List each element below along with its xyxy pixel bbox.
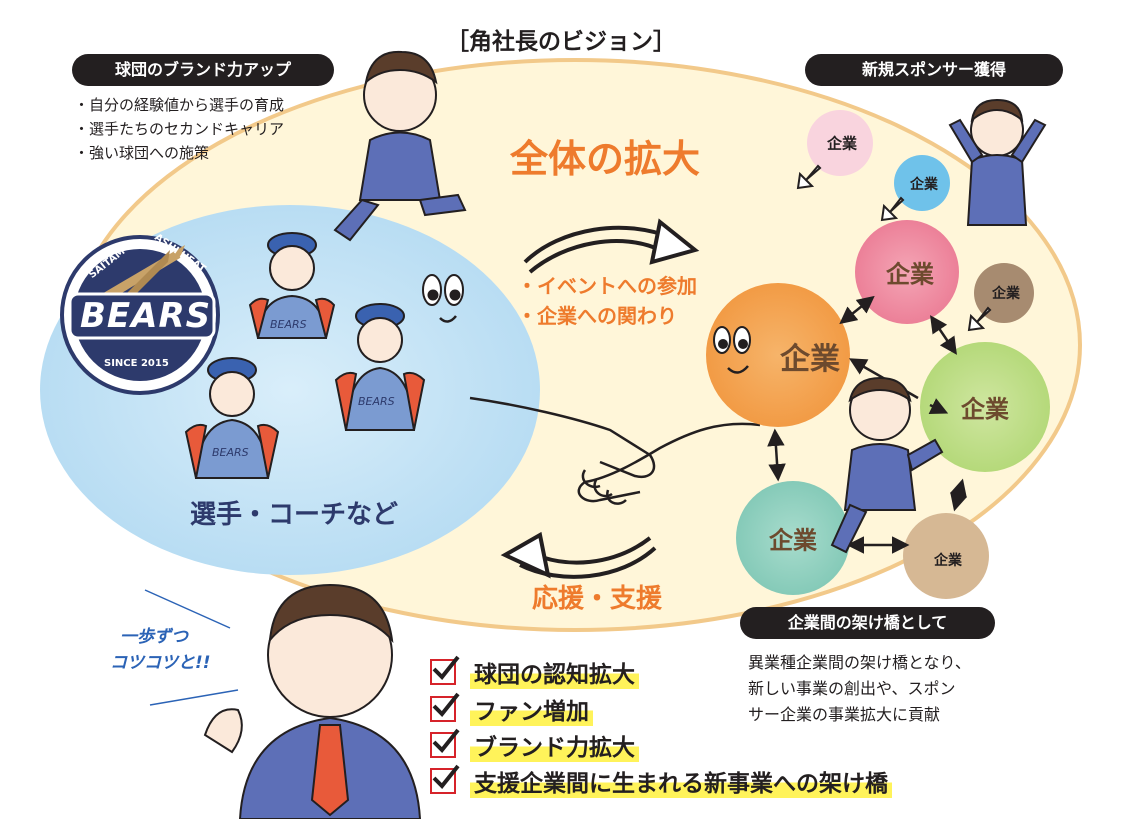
- president-figure-running-right: [830, 376, 944, 554]
- checklist-text-4: 支援企業間に生まれる新事業への架け橋: [470, 764, 892, 798]
- company-bubble-tan: [903, 513, 989, 599]
- sponsor-pill: 新規スポンサー獲得: [805, 54, 1063, 86]
- company-label-blue-small: 企業: [910, 177, 938, 193]
- jersey-text-3: BEARS: [212, 446, 249, 459]
- company-bubble-green: [920, 342, 1050, 472]
- bridge-line-1: 異業種企業間の架け橋となり、: [748, 653, 971, 672]
- check-icon: [430, 692, 460, 722]
- checklist-text-1: 球団の認知拡大: [470, 655, 639, 689]
- company-label-pink-small: 企業: [826, 134, 858, 153]
- president-figure-cheering: [948, 98, 1047, 226]
- checklist-text-2: ファン増加: [470, 692, 593, 726]
- company-label-tan: 企業: [934, 553, 962, 569]
- jersey-text-2: BEARS: [358, 395, 395, 408]
- check-icon: [430, 764, 460, 794]
- check-icon: [430, 655, 460, 685]
- company-bubble-blue-small: [894, 155, 950, 211]
- flow-left-label: 応援・支援: [532, 584, 663, 614]
- company-label-main: 企業: [780, 342, 840, 377]
- company-label-teal: 企業: [769, 526, 817, 555]
- checklist-item-1: 球団の認知拡大: [430, 654, 639, 690]
- players-blob-face: [422, 274, 464, 323]
- logo-name: BEARS: [80, 296, 212, 336]
- company-label-brown-small: 企業: [992, 286, 1020, 302]
- flow-arrow-left: [500, 531, 657, 579]
- checklist-text-3: ブランド力拡大: [470, 728, 639, 762]
- checklist-item-3: ブランド力拡大: [430, 727, 639, 763]
- players-label: 選手・コーチなど: [190, 500, 399, 530]
- checklist-item-4: 支援企業間に生まれる新事業への架け橋: [430, 763, 892, 799]
- player-figures: [184, 232, 426, 479]
- president-figure-bottom: [203, 583, 422, 819]
- company-bubble-teal: [736, 481, 850, 595]
- bridge-line-2: 新しい事業の創出や、スポン: [748, 679, 956, 698]
- bears-logo: [60, 235, 220, 395]
- jersey-text-1: BEARS: [270, 318, 307, 331]
- checklist-item-2: ファン増加: [430, 691, 593, 727]
- company-label-green: 企業: [961, 395, 1009, 424]
- bridge-pill: 企業間の架け橋として: [740, 607, 995, 639]
- president-figure-running-top: [333, 50, 467, 242]
- logo-since: SINCE 2015: [104, 358, 169, 369]
- company-bubble-pink-small: [807, 110, 873, 176]
- sponsor-arrows: [796, 164, 992, 332]
- brand-pill: 球団のブランド力アップ: [72, 54, 334, 86]
- brand-bullet-3: ・強い球団への施策: [74, 144, 210, 162]
- player-1: [248, 232, 336, 339]
- flow-right-item-1: ・イベントへの参加: [517, 274, 697, 298]
- brand-bullet-1: ・自分の経験値から選手の育成: [74, 96, 285, 114]
- flow-arrow-right: [523, 218, 700, 274]
- company-bubble-main: [706, 283, 850, 427]
- check-icon: [430, 728, 460, 758]
- company-bubble-pink: [855, 220, 959, 324]
- page-title: ［角社長のビジョン］: [446, 29, 676, 55]
- handwritten-line-2: コツコツと!!: [110, 653, 211, 673]
- company-label-pink: 企業: [886, 260, 934, 289]
- handwritten-line-1: 一歩ずつ: [120, 627, 188, 647]
- main-bubble-face: [713, 326, 751, 374]
- bridge-line-3: サー企業の事業拡大に貢献: [748, 705, 941, 724]
- brand-bullet-2: ・選手たちのセカンドキャリア: [74, 120, 285, 138]
- player-2: [334, 303, 426, 431]
- center-title: 全体の拡大: [510, 137, 701, 181]
- player-3: [184, 357, 280, 479]
- flow-right-item-2: ・企業への関わり: [517, 304, 677, 328]
- handshake-illustration: [469, 396, 761, 505]
- handwritten-accent-lines: [144, 589, 239, 706]
